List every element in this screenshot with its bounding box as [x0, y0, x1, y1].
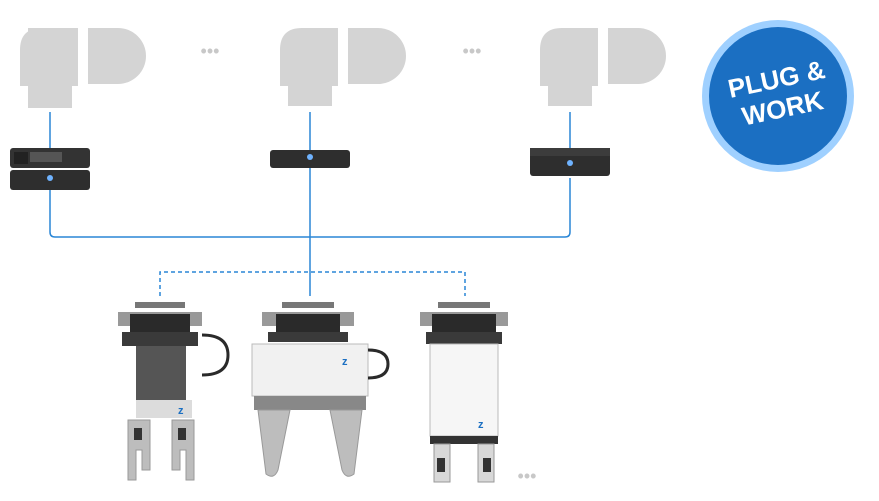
gripper-3: z [420, 302, 508, 483]
robot-arm-1 [20, 28, 146, 108]
robot-arm-2 [280, 28, 406, 106]
quick-change-adapter-2 [270, 150, 350, 168]
dashed-connection [159, 271, 466, 296]
gripper-1: z [118, 302, 230, 481]
robot-arm-3 [540, 28, 666, 106]
svg-text:z: z [342, 356, 348, 368]
more-arms-indicator-2: ••• [463, 41, 482, 61]
plug-and-work-badge: PLUG & WORK [702, 20, 854, 172]
svg-text:z: z [178, 405, 184, 417]
connection-lines [49, 112, 571, 296]
more-grippers-indicator: ••• [518, 466, 537, 486]
quick-change-adapter-3 [530, 148, 610, 176]
more-arms-indicator-1: ••• [201, 41, 220, 61]
quick-change-adapter-1 [10, 148, 90, 190]
gripper-2: z [251, 302, 390, 477]
svg-text:z: z [478, 419, 484, 431]
